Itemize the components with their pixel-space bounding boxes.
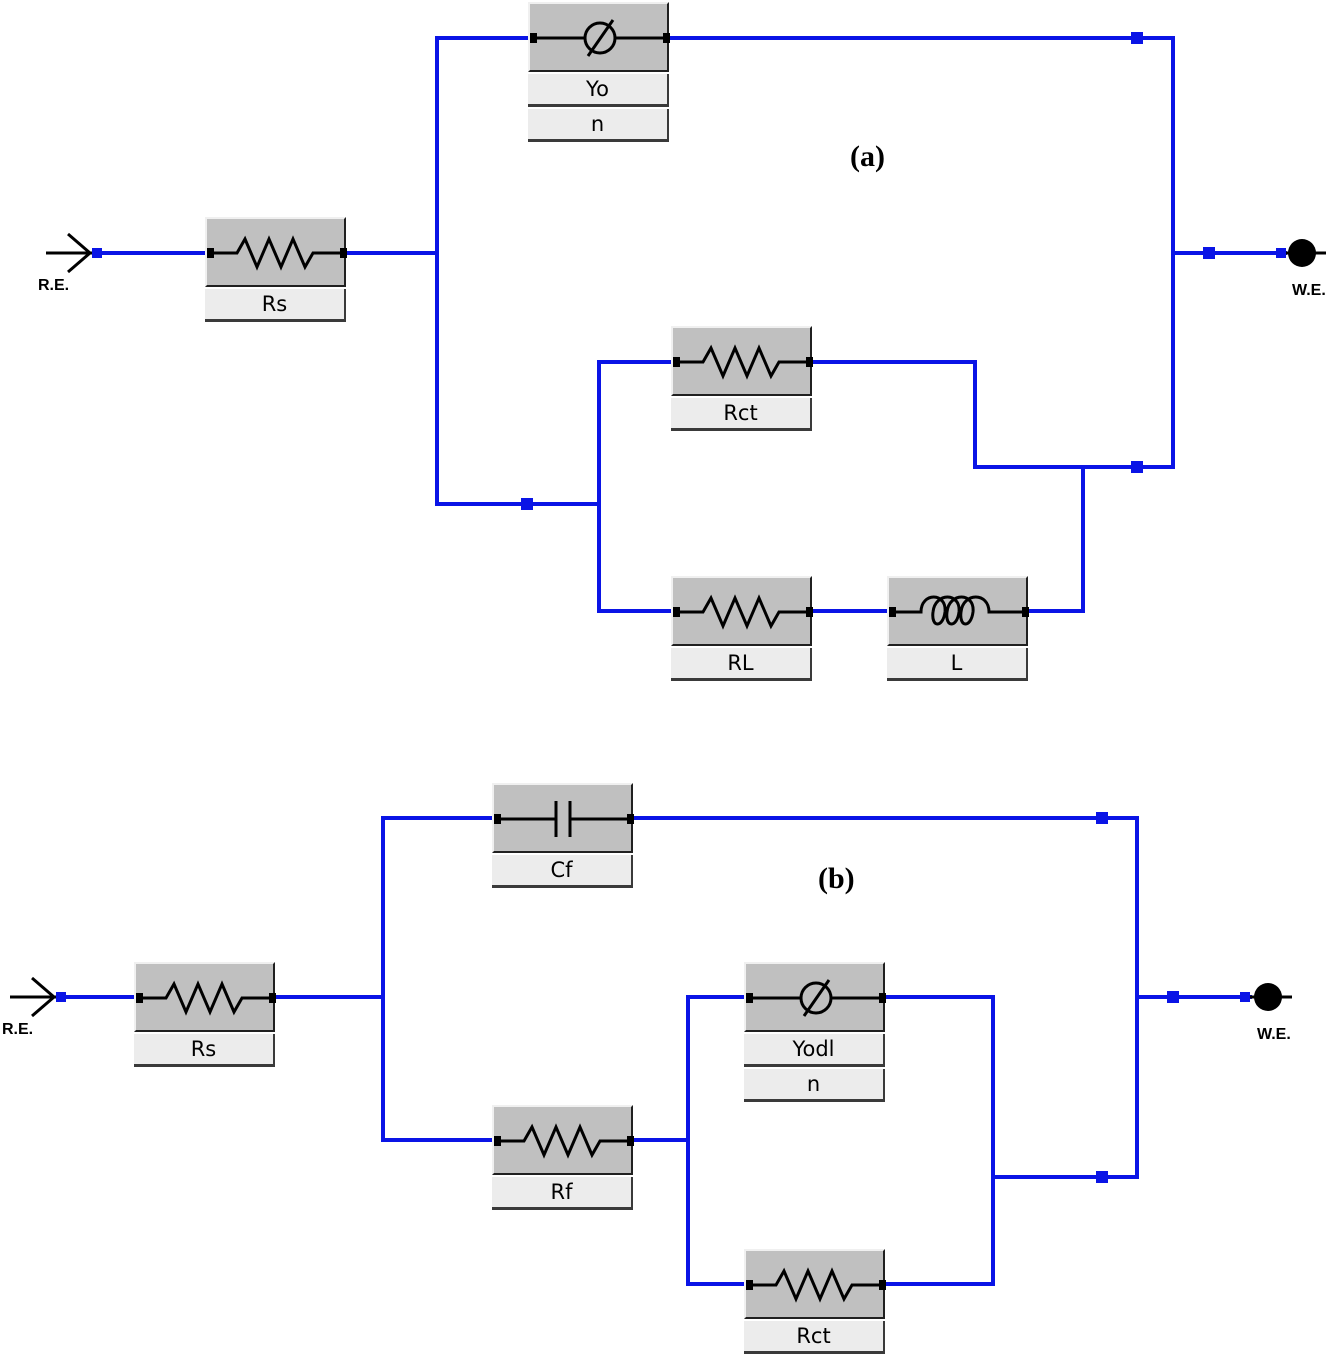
wire-node [521,498,533,510]
resistor-symbol-icon [136,980,276,1016]
component-body[interactable] [205,217,347,287]
work-electrode-label: W.E. [1257,1026,1291,1043]
param-field[interactable]: n [528,109,669,142]
component-body[interactable] [671,326,813,396]
wire-node [1096,1171,1108,1183]
component-body[interactable] [134,962,276,1032]
component-body[interactable] [492,783,634,853]
work-electrode-label: W.E. [1292,282,1326,299]
capacitor-symbol-icon [494,801,634,837]
resistor-element[interactable]: Rs [134,962,276,1067]
resistor-element[interactable]: Rf [492,1105,634,1210]
capacitor-element[interactable]: Cf [492,783,634,888]
cpe-symbol-icon [746,979,886,1017]
param-field[interactable]: Rs [205,289,346,322]
param-field[interactable]: Cf [492,855,633,888]
panel-label-b: (b) [818,862,855,895]
wire-node [1167,991,1179,1003]
circuit-b-work-terminal [1240,983,1292,1011]
circuit-a-work-terminal [1276,239,1326,267]
param-field[interactable]: Rf [492,1177,633,1210]
resistor-symbol-icon [673,344,813,380]
param-field[interactable]: n [744,1069,885,1102]
param-field[interactable]: L [887,648,1028,681]
param-field[interactable]: Rct [744,1321,885,1354]
param-field[interactable]: Yodl [744,1034,885,1067]
ref-electrode-label: R.E. [38,277,70,294]
param-field[interactable]: Rct [671,398,812,431]
resistor-element[interactable]: Rs [205,217,347,322]
resistor-element[interactable]: Rct [671,326,813,431]
param-field[interactable]: RL [671,648,812,681]
component-body[interactable] [528,2,670,72]
wire-node [1096,812,1108,824]
resistor-symbol-icon [494,1123,634,1159]
ref-electrode-label: R.E. [2,1021,34,1038]
param-field[interactable]: Yo [528,74,669,107]
wire-node [1131,461,1143,473]
component-body[interactable] [744,962,886,1032]
wire-node [1203,247,1215,259]
cpe-element[interactable]: Yodl n [744,962,886,1102]
resistor-symbol-icon [207,235,347,271]
resistor-element[interactable]: Rct [744,1249,886,1354]
inductor-symbol-icon [889,595,1029,626]
component-body[interactable] [887,576,1029,646]
wire-node [1131,32,1143,44]
circuit-a-ref-terminal [46,232,102,274]
inductor-element[interactable]: L [887,576,1029,681]
cpe-symbol-icon [530,19,670,57]
component-body[interactable] [492,1105,634,1175]
resistor-element[interactable]: RL [671,576,813,681]
circuit-b-wires [58,812,1252,1286]
param-field[interactable]: Rs [134,1034,275,1067]
circuit-b-ref-terminal [10,976,66,1018]
resistor-symbol-icon [746,1267,886,1303]
cpe-element[interactable]: Yo n [528,2,670,142]
component-body[interactable] [671,576,813,646]
panel-label-a: (a) [850,140,885,173]
resistor-symbol-icon [673,594,813,630]
circuit-a-wires [95,32,1287,613]
component-body[interactable] [744,1249,886,1319]
